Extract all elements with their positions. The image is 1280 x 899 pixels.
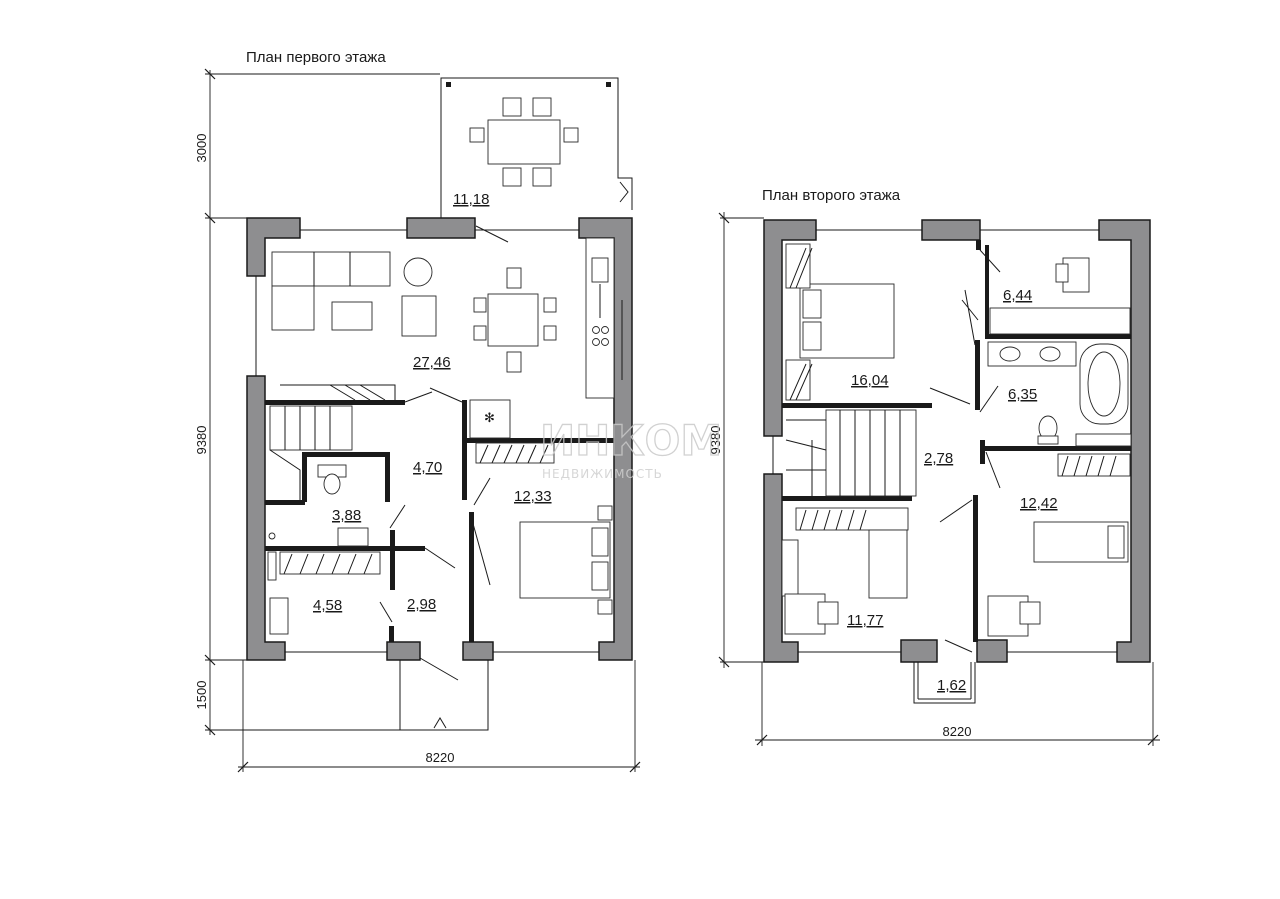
toilet — [323, 473, 341, 495]
area-bathroom-second: 6,35 — [1008, 386, 1037, 403]
second-floor-partitions — [782, 240, 1131, 653]
porch — [399, 660, 489, 731]
area-living-kitchen: 27,46 — [413, 354, 451, 371]
watermark-brand: ИНКОМ — [540, 416, 722, 465]
first-floor-wardrobes — [267, 442, 555, 635]
area-hall: 4,70 — [413, 459, 442, 476]
area-terrace: 11,18 — [453, 191, 489, 208]
master-bedroom-furniture — [785, 243, 895, 401]
sofa — [271, 251, 391, 287]
first-floor-partitions — [265, 225, 614, 681]
first-floor-plan: План первого этажа — [194, 49, 641, 773]
dim-second-height: 9380 — [708, 426, 723, 455]
second-floor-stairs — [785, 409, 917, 497]
area-left-bedroom: 11,77 — [847, 612, 883, 629]
balcony — [913, 662, 976, 704]
left-bedroom-furniture — [781, 507, 909, 635]
first-floor-title: План первого этажа — [246, 49, 386, 66]
area-bathroom: 3,88 — [332, 507, 361, 524]
dim-first-height: 9380 — [194, 426, 209, 455]
area-vestibule: 2,98 — [407, 596, 436, 613]
second-floor-areas: 6,44 16,04 6,35 2,78 12,42 11,77 1,62 — [847, 287, 1058, 694]
first-floor-bathroom-fixtures — [268, 464, 369, 547]
second-floor-bathroom-fixtures — [987, 341, 1132, 447]
first-floor-stairs — [269, 384, 396, 500]
dining-table — [487, 293, 539, 347]
second-floor-walls — [763, 219, 1151, 663]
dim-first-width: 8220 — [426, 750, 455, 765]
watermark: ИНКОМ НЕДВИЖИМОСТЬ — [539, 415, 722, 481]
second-floor-title: План второго этажа — [762, 187, 901, 204]
armchair — [401, 295, 437, 337]
watermark-subtitle: НЕДВИЖИМОСТЬ — [542, 467, 663, 481]
terrace — [440, 77, 633, 218]
dim-porch: 1500 — [194, 681, 209, 710]
study-furniture — [989, 257, 1131, 335]
dim-second-width: 8220 — [943, 724, 972, 739]
coffee-table — [331, 301, 373, 331]
area-hall-second: 2,78 — [924, 450, 953, 467]
area-right-bedroom: 12,42 — [1020, 495, 1058, 512]
snowflake-icon: ✻ — [484, 410, 495, 425]
terrace-table — [487, 119, 561, 165]
area-study: 6,44 — [1003, 287, 1032, 304]
bathroom-sink — [337, 527, 369, 547]
kitchen-sink — [591, 257, 609, 283]
area-bedroom: 12,33 — [514, 488, 552, 505]
second-floor-dimensions: 9380 8220 — [708, 212, 1160, 746]
second-floor-plan: План второго этажа — [708, 187, 1160, 746]
area-storage: 4,58 — [313, 597, 342, 614]
area-balcony: 1,62 — [937, 677, 966, 694]
first-floor-bedroom-furniture — [519, 505, 613, 615]
right-bedroom-furniture — [987, 453, 1131, 637]
first-floor-walls — [246, 217, 633, 661]
first-floor-dimensions: 3000 9380 1500 8220 — [194, 68, 641, 773]
area-master-bedroom: 16,04 — [851, 372, 889, 389]
living-room-furniture: ✻ — [271, 237, 615, 439]
dim-terrace: 3000 — [194, 134, 209, 163]
first-floor-areas: 11,18 27,46 4,70 3,88 12,33 4,58 2,98 — [313, 191, 552, 614]
left-single-bed — [868, 529, 908, 599]
round-table — [403, 257, 433, 287]
